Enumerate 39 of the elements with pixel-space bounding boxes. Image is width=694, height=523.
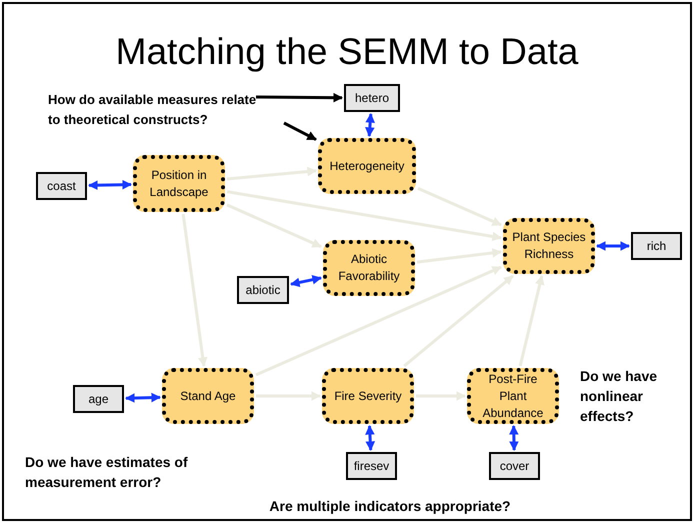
arrow	[417, 187, 502, 226]
question-text: Do we have nonlinear effects?	[580, 367, 658, 426]
arrow	[226, 190, 502, 242]
indicator-box: hetero	[344, 84, 400, 112]
arrow	[182, 214, 208, 367]
arrow	[226, 203, 322, 248]
construct-box: Fire Severity	[322, 368, 414, 424]
arrow	[518, 275, 544, 366]
arrow	[88, 180, 132, 190]
arrow	[509, 425, 519, 451]
title: Matching the SEMM to Data	[114, 30, 580, 74]
indicator-box: age	[73, 385, 124, 413]
question-text: How do available measures relate to theoretical constructs?	[48, 90, 270, 130]
arrow	[596, 241, 630, 251]
arrow	[255, 266, 502, 376]
arrow	[403, 274, 514, 368]
construct-box: Abiotic Favorability	[323, 240, 415, 296]
indicator-box: cover	[489, 452, 540, 480]
construct-box: Position in Landscape	[133, 155, 225, 212]
arrow	[256, 92, 343, 102]
arrow	[290, 275, 322, 288]
arrow	[226, 166, 317, 181]
arrow	[125, 392, 161, 403]
arrow	[256, 391, 321, 401]
arrow	[283, 122, 317, 141]
arrow	[416, 391, 466, 401]
construct-box: Post-Fire Plant Abundance	[467, 368, 559, 424]
arrow	[365, 113, 375, 137]
indicator-box: firesev	[346, 452, 397, 480]
question-text: Are multiple indicators appropriate?	[268, 497, 512, 516]
construct-box: Stand Age	[162, 368, 254, 424]
indicator-box: rich	[631, 232, 682, 260]
indicator-box: abiotic	[237, 276, 289, 304]
arrow	[365, 425, 376, 451]
question-text: Do we have estimates of measurement error?	[25, 453, 189, 492]
construct-box: Heterogeneity	[318, 138, 416, 194]
indicator-box: coast	[36, 172, 87, 200]
construct-box: Plant Species Richness	[503, 218, 595, 274]
arrow	[416, 248, 502, 264]
